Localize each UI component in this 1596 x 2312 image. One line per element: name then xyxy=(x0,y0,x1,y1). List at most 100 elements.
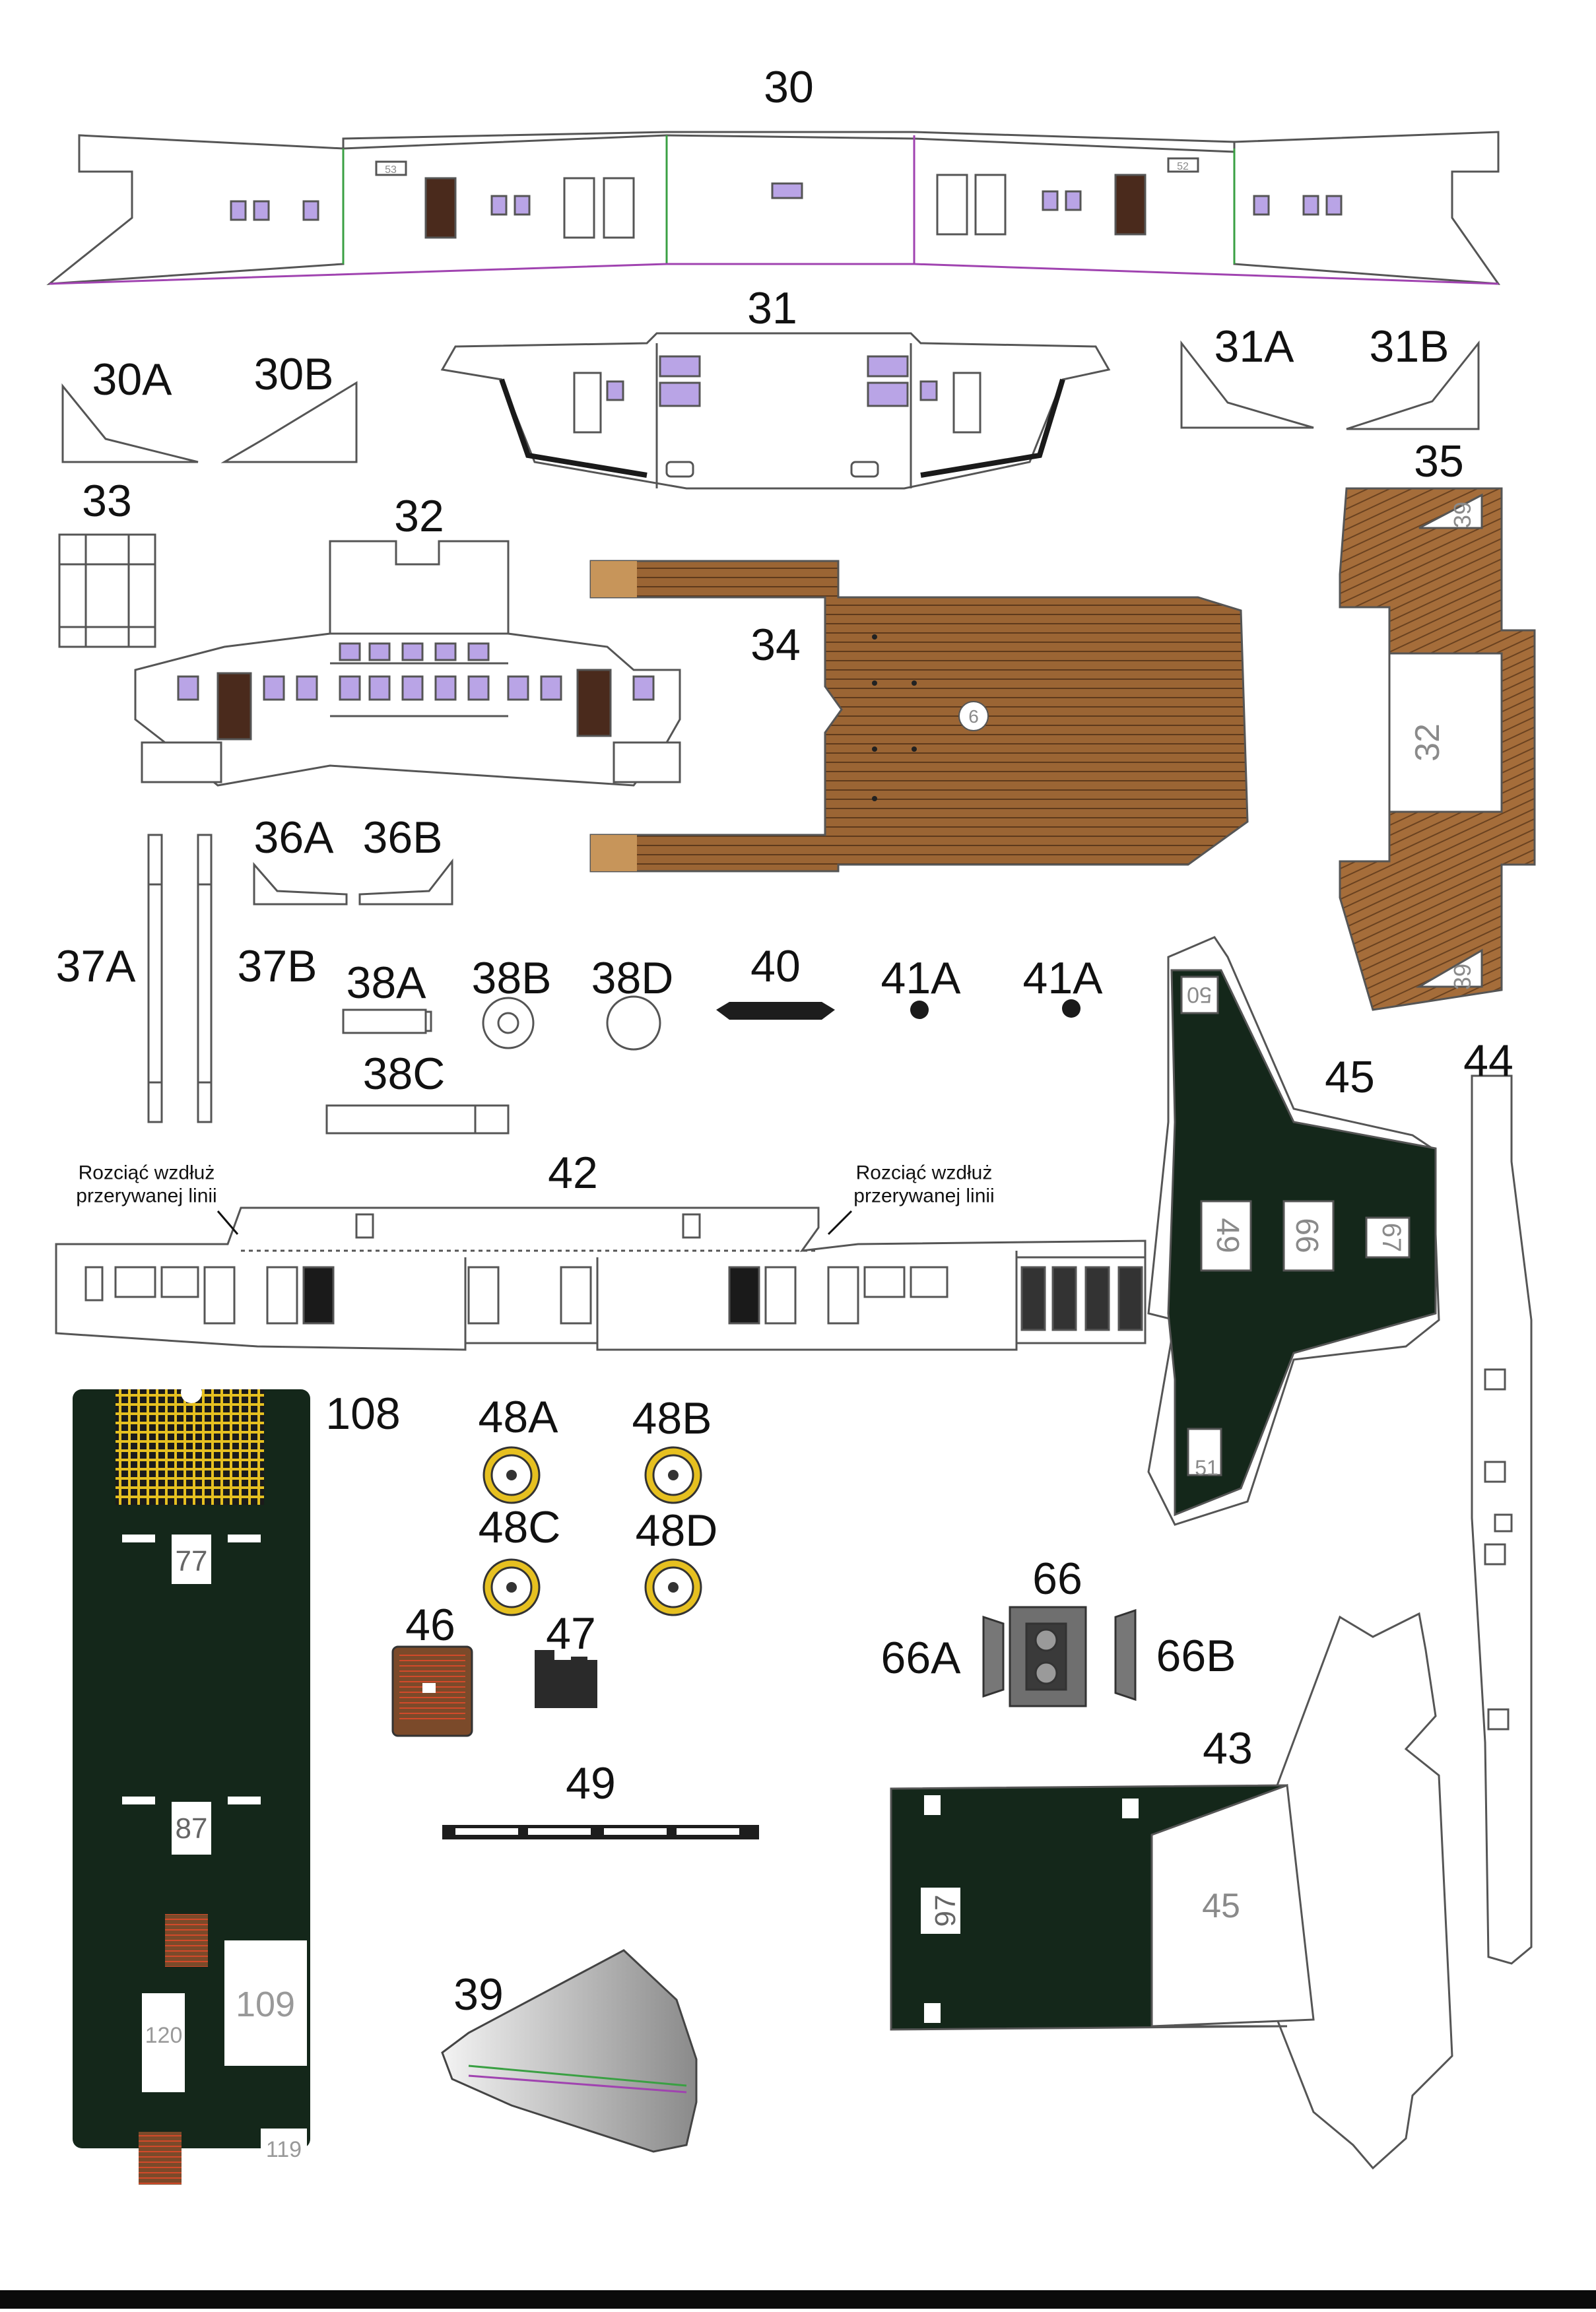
label-48c: 48C xyxy=(479,1502,561,1552)
part-41A-2 xyxy=(1062,999,1081,1018)
cut-pointers xyxy=(216,1210,853,1236)
label-31a: 31A xyxy=(1214,321,1295,372)
label-49: 49 xyxy=(566,1758,616,1808)
label-45: 45 xyxy=(1325,1052,1375,1102)
mark-49: 49 xyxy=(1210,1218,1245,1253)
part-48B xyxy=(644,1446,702,1504)
part-31 xyxy=(440,332,1111,490)
mark-39-bottom: 39 xyxy=(1449,964,1476,990)
mark-66: 66 xyxy=(1289,1218,1324,1253)
label-66: 66 xyxy=(1032,1554,1082,1604)
mark-53: 53 xyxy=(385,164,397,176)
part-42 xyxy=(55,1206,1147,1351)
part-31B xyxy=(1346,340,1480,430)
mark-39-top: 39 xyxy=(1449,502,1476,528)
label-38c: 38C xyxy=(363,1049,446,1099)
label-41a-2: 41A xyxy=(1023,953,1104,1003)
label-37b: 37B xyxy=(238,941,317,991)
part-31A xyxy=(1180,340,1314,429)
part-43 xyxy=(890,1612,1453,2170)
cut-instruction-left: Rozciąć wzdłuż przerywanej linii xyxy=(76,1162,216,1208)
cut-instruction-right-line-2: przerywanej linii xyxy=(853,1185,995,1206)
mark-50: 50 xyxy=(1187,982,1212,1007)
inner-marks: 53 52 6 39 39 32 50 49 66 67 51 77 87 10… xyxy=(145,161,1476,2162)
part-41A-1 xyxy=(910,1001,929,1019)
label-33: 33 xyxy=(82,476,132,526)
part-66 xyxy=(1009,1606,1087,1707)
part-37A xyxy=(147,834,163,1123)
label-48a: 48A xyxy=(479,1392,559,1442)
part-38C xyxy=(325,1104,510,1135)
part-46 xyxy=(391,1645,473,1737)
part-48D xyxy=(644,1558,702,1616)
label-42: 42 xyxy=(548,1148,598,1198)
mark-97: 97 xyxy=(929,1895,962,1927)
cut-instruction-right-line-1: Rozciąć wzdłuż xyxy=(855,1162,993,1184)
mark-51: 51 xyxy=(1195,1456,1218,1480)
label-38a: 38A xyxy=(347,958,427,1008)
part-37B xyxy=(197,834,213,1123)
mark-87: 87 xyxy=(176,1812,208,1845)
part-33 xyxy=(58,533,156,648)
label-30a: 30A xyxy=(92,354,173,405)
label-37a: 37A xyxy=(56,941,137,991)
mark-119: 119 xyxy=(266,2137,302,2162)
part-38B xyxy=(482,997,535,1049)
mark-32: 32 xyxy=(1409,723,1447,762)
part-44 xyxy=(1471,1074,1533,1965)
part-labels: 30 31 30A 30B 31A 31B 33 32 35 34 36A 36… xyxy=(56,62,1513,2020)
label-48b: 48B xyxy=(632,1393,712,1443)
label-48d: 48D xyxy=(636,1505,718,1556)
part-45 xyxy=(1147,936,1440,1526)
mark-77: 77 xyxy=(176,1545,208,1577)
part-38A xyxy=(342,1008,432,1034)
part-35 xyxy=(1339,487,1536,1011)
part-48A xyxy=(482,1446,541,1504)
part-30B xyxy=(220,381,358,463)
label-46: 46 xyxy=(405,1600,455,1650)
label-31: 31 xyxy=(747,283,797,333)
part-30 xyxy=(46,131,1501,285)
label-30b: 30B xyxy=(254,349,334,399)
part-108 xyxy=(73,1382,310,2185)
label-41a-1: 41A xyxy=(881,953,962,1003)
part-32 xyxy=(134,540,681,787)
label-66b: 66B xyxy=(1156,1631,1236,1681)
label-108: 108 xyxy=(325,1389,400,1439)
label-40: 40 xyxy=(750,941,801,991)
part-40 xyxy=(716,1002,835,1020)
part-66B xyxy=(1114,1608,1137,1701)
mark-52: 52 xyxy=(1177,161,1189,172)
label-36b: 36B xyxy=(363,812,443,863)
part-39 xyxy=(441,1949,698,2153)
part-34 xyxy=(589,560,1249,873)
part-36A xyxy=(253,862,348,906)
mark-45: 45 xyxy=(1202,1887,1240,1925)
part-66A xyxy=(982,1615,1005,1698)
mark-6: 6 xyxy=(968,706,979,727)
label-38d: 38D xyxy=(591,953,674,1003)
cut-instruction-left-line-2: przerywanej linii xyxy=(76,1185,217,1206)
label-66a: 66A xyxy=(881,1633,962,1683)
label-43: 43 xyxy=(1203,1723,1253,1773)
label-36a: 36A xyxy=(254,812,335,863)
cut-instruction-right: Rozciąć wzdłuż przerywanej linii xyxy=(853,1162,994,1208)
label-34: 34 xyxy=(750,620,801,670)
cut-instruction-left-line-1: Rozciąć wzdłuż xyxy=(78,1162,215,1184)
part-48C xyxy=(482,1558,541,1616)
part-38D xyxy=(606,995,661,1051)
mark-67: 67 xyxy=(1377,1223,1406,1253)
label-39: 39 xyxy=(453,1969,504,2020)
label-47: 47 xyxy=(546,1608,596,1659)
part-30A xyxy=(61,383,199,463)
mark-109: 109 xyxy=(236,1985,295,2024)
label-32: 32 xyxy=(394,491,444,541)
part-47 xyxy=(535,1650,597,1708)
label-44: 44 xyxy=(1463,1036,1513,1086)
scan-bottom-edge xyxy=(0,2290,1596,2309)
label-35: 35 xyxy=(1414,436,1464,486)
part-36B xyxy=(358,858,453,906)
mark-120: 120 xyxy=(145,2023,183,2048)
label-38b: 38B xyxy=(472,953,552,1003)
